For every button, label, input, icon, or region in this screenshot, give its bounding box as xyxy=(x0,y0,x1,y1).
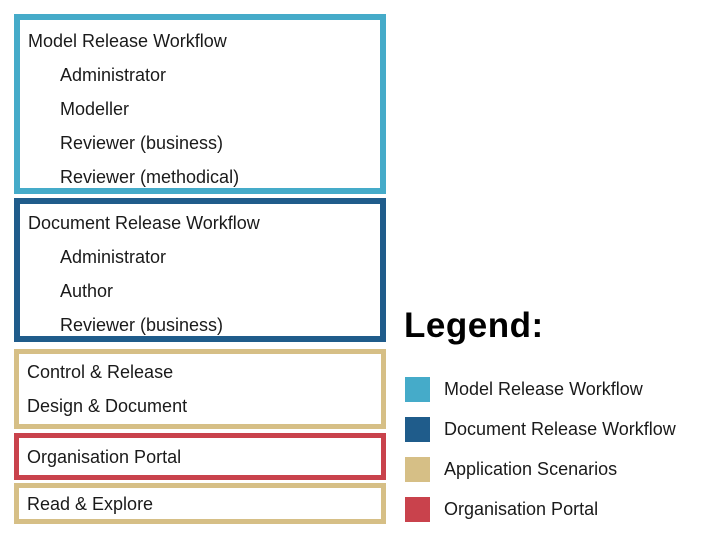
legend-label-organisation-portal: Organisation Portal xyxy=(444,499,599,519)
legend-item-document-release: Document Release Workflow xyxy=(405,417,676,442)
box-role-item: Author xyxy=(60,281,114,301)
box-line: Control & Release xyxy=(27,362,174,382)
legend-label-model-release: Model Release Workflow xyxy=(444,379,643,399)
legend-title: Legend: xyxy=(404,306,544,345)
legend-swatch-organisation-portal xyxy=(405,497,430,522)
box-role-item: Reviewer (methodical) xyxy=(60,167,240,187)
scenario-box-read-explore: Read & Explore xyxy=(14,483,386,524)
box-title: Document Release Workflow xyxy=(28,213,260,233)
box-line: Design & Document xyxy=(27,396,188,416)
workflow-box-document-release: Document Release Workflow Administrator … xyxy=(14,198,386,342)
scenario-box-control-design: Control & Release Design & Document xyxy=(14,349,386,429)
box-line: Read & Explore xyxy=(27,493,154,514)
legend-swatch-application-scenarios xyxy=(405,457,430,482)
box-role-item: Reviewer (business) xyxy=(60,133,224,153)
legend-item-model-release: Model Release Workflow xyxy=(405,377,676,402)
box-title: Model Release Workflow xyxy=(28,31,227,51)
legend-swatch-document-release xyxy=(405,417,430,442)
workflow-box-model-release: Model Release Workflow Administrator Mod… xyxy=(14,14,386,194)
box-role-item: Reviewer (business) xyxy=(60,315,224,335)
legend-swatch-model-release xyxy=(405,377,430,402)
box-role-item: Administrator xyxy=(60,65,167,85)
legend-label-document-release: Document Release Workflow xyxy=(444,419,676,439)
legend-item-application-scenarios: Application Scenarios xyxy=(405,457,676,482)
legend: Model Release Workflow Document Release … xyxy=(405,377,676,522)
box-role-item: Modeller xyxy=(60,99,130,119)
box-line: Organisation Portal xyxy=(27,446,182,467)
legend-item-organisation-portal: Organisation Portal xyxy=(405,497,676,522)
organisation-portal-box: Organisation Portal xyxy=(14,433,386,480)
legend-label-application-scenarios: Application Scenarios xyxy=(444,459,618,479)
box-role-item: Administrator xyxy=(60,247,167,267)
